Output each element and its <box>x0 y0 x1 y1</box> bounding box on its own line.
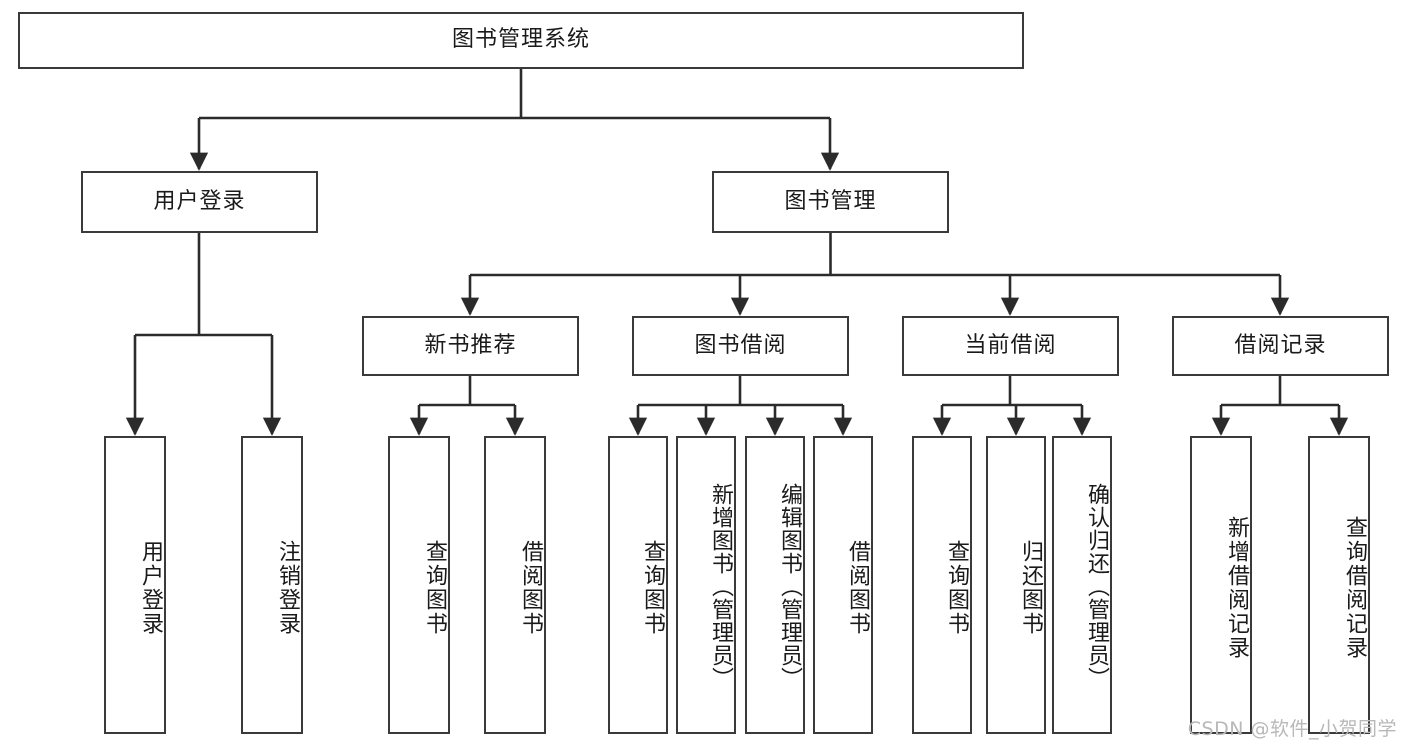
node-root[interactable]: 图书管理系统 <box>18 12 1024 69</box>
node-user-login-label: 用户登录 <box>153 188 246 214</box>
node-root-label: 图书管理系统 <box>451 27 590 53</box>
node-leaf-query-book-1-label: 查询图书 <box>422 540 447 636</box>
node-current-borrow-label: 当前借阅 <box>964 332 1057 358</box>
node-leaf-add-book[interactable]: 新增图书（管理员） <box>676 436 736 734</box>
node-leaf-query-record[interactable]: 查询借阅记录 <box>1308 436 1370 734</box>
node-leaf-add-book-label: 新增图书（管理员） <box>708 482 733 690</box>
node-leaf-borrow-book-1-label: 借阅图书 <box>518 540 543 636</box>
node-leaf-borrow-book-2[interactable]: 借阅图书 <box>813 436 873 734</box>
node-borrow-record[interactable]: 借阅记录 <box>1172 316 1389 376</box>
node-leaf-return-book[interactable]: 归还图书 <box>986 436 1046 734</box>
node-leaf-edit-book[interactable]: 编辑图书（管理员） <box>745 436 805 734</box>
node-leaf-borrow-book-1[interactable]: 借阅图书 <box>484 436 546 734</box>
node-leaf-borrow-book-2-label: 借阅图书 <box>845 540 870 636</box>
node-leaf-query-book-2[interactable]: 查询图书 <box>608 436 668 734</box>
node-leaf-logout-label: 注销登录 <box>275 540 300 636</box>
node-borrow-record-label: 借阅记录 <box>1234 332 1327 358</box>
node-leaf-add-record-label: 新增借阅记录 <box>1224 516 1249 660</box>
node-book-borrow[interactable]: 图书借阅 <box>632 316 849 376</box>
node-user-login[interactable]: 用户登录 <box>81 171 318 233</box>
node-leaf-query-book-2-label: 查询图书 <box>640 540 665 636</box>
node-leaf-user-login[interactable]: 用户登录 <box>104 436 166 734</box>
node-leaf-user-login-label: 用户登录 <box>138 540 163 636</box>
node-leaf-logout[interactable]: 注销登录 <box>241 436 303 734</box>
node-leaf-query-book-3[interactable]: 查询图书 <box>912 436 972 734</box>
node-book-borrow-label: 图书借阅 <box>694 332 787 358</box>
node-leaf-add-record[interactable]: 新增借阅记录 <box>1190 436 1252 734</box>
node-leaf-query-record-label: 查询借阅记录 <box>1342 516 1367 660</box>
node-leaf-edit-book-label: 编辑图书（管理员） <box>777 482 802 690</box>
node-current-borrow[interactable]: 当前借阅 <box>902 316 1119 376</box>
node-book-manage-label: 图书管理 <box>784 188 877 214</box>
node-new-book-rec[interactable]: 新书推荐 <box>362 316 579 376</box>
node-leaf-confirm-return-label: 确认归还（管理员） <box>1084 482 1109 690</box>
node-leaf-return-book-label: 归还图书 <box>1018 540 1043 636</box>
node-leaf-confirm-return[interactable]: 确认归还（管理员） <box>1052 436 1112 734</box>
node-book-manage[interactable]: 图书管理 <box>712 171 949 233</box>
node-leaf-query-book-1[interactable]: 查询图书 <box>388 436 450 734</box>
node-new-book-rec-label: 新书推荐 <box>424 332 517 358</box>
node-leaf-query-book-3-label: 查询图书 <box>944 540 969 636</box>
watermark: CSDN @软件_小贺同学 <box>1187 718 1397 740</box>
